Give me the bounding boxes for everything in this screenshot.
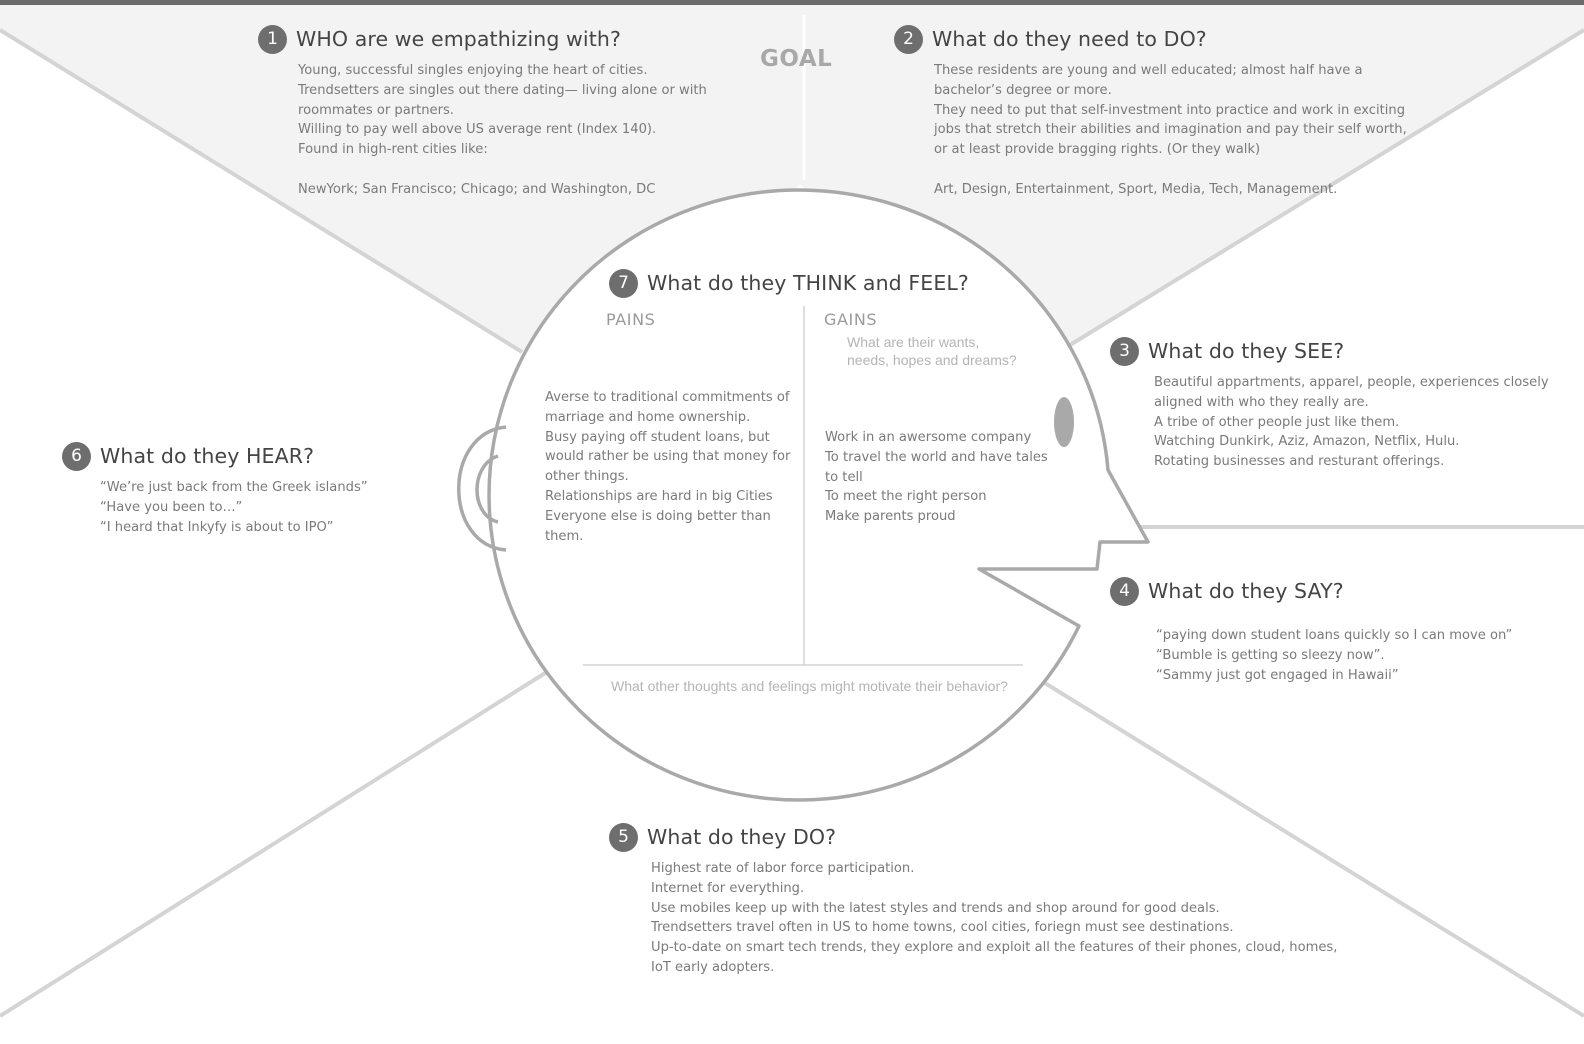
section-hear: 6 What do they HEAR? “We’re just back fr… xyxy=(62,441,368,537)
ear-outer xyxy=(457,425,507,552)
motivation-hint: What other thoughts and feelings might m… xyxy=(611,678,1008,694)
section-heading: 5 What do they DO? xyxy=(609,822,1337,852)
pain-item: other things. xyxy=(545,469,629,485)
body-line: “We’re just back from the Greek islands” xyxy=(100,480,368,495)
body-line: These residents are young and well educa… xyxy=(934,63,1363,78)
section-body: These residents are young and well educa… xyxy=(934,61,1407,200)
section-need-to-do: 2 What do they need to DO? These residen… xyxy=(894,24,1407,200)
body-line: “Have you been to…” xyxy=(100,499,243,515)
pain-item: them. xyxy=(545,528,584,544)
body-line: aligned with who they really are. xyxy=(1154,394,1369,410)
section-number-badge: 3 xyxy=(1110,336,1139,366)
body-line: Rotating businesses and resturant offeri… xyxy=(1154,454,1445,470)
section-title: What do they DO? xyxy=(647,825,837,849)
section-body: Beautiful appartments, apparel, people, … xyxy=(1154,373,1549,472)
pain-item: Averse to traditional commitments of xyxy=(545,390,790,405)
section-body: Highest rate of labor force participatio… xyxy=(651,859,1337,978)
body-line: Internet for everything. xyxy=(651,880,805,896)
body-line: Watching Dunkirk, Aziz, Amazon, Netflix,… xyxy=(1154,434,1460,450)
top-region-fill xyxy=(0,5,1584,352)
body-line: IoT early adopters. xyxy=(651,959,775,975)
section-heading: 3 What do they SEE? xyxy=(1110,336,1549,366)
section-body: “We’re just back from the Greek islands”… xyxy=(100,478,368,537)
gain-item: to tell xyxy=(825,469,863,485)
pain-item: Everyone else is doing better than xyxy=(545,508,771,524)
body-line: A tribe of other people just like them. xyxy=(1154,414,1400,430)
body-line xyxy=(934,160,1407,180)
body-line: NewYork; San Francisco; Chicago; and Was… xyxy=(298,181,656,197)
section-heading: 1 WHO are we empathizing with? xyxy=(258,24,707,54)
section-number-badge: 7 xyxy=(609,268,638,298)
pain-item: marriage and home ownership. xyxy=(545,409,751,425)
diagonal-bottom-left xyxy=(0,668,552,1018)
section-number-badge: 4 xyxy=(1110,576,1139,606)
pain-item: Relationships are hard in big Cities xyxy=(545,488,773,504)
section-number-badge: 5 xyxy=(609,822,638,852)
section-body: “paying down student loans quickly so I … xyxy=(1156,626,1512,685)
section-title: WHO are we empathizing with? xyxy=(296,27,621,51)
body-line: or at least provide bragging rights. (Or… xyxy=(934,142,1261,158)
body-line: Highest rate of labor force participatio… xyxy=(651,861,915,876)
body-line: Beautiful appartments, apparel, people, … xyxy=(1154,375,1549,390)
gains-hint-line: What are their wants, xyxy=(847,334,980,350)
pains-list: Averse to traditional commitments of mar… xyxy=(545,388,790,546)
section-title: What do they need to DO? xyxy=(932,27,1207,51)
section-number-badge: 1 xyxy=(258,24,287,54)
section-title: What do they SEE? xyxy=(1148,339,1345,363)
section-do: 5 What do they DO? Highest rate of labor… xyxy=(609,822,1337,978)
gains-hint-line: needs, hopes and dreams? xyxy=(847,352,1017,368)
body-line: They need to put that self-investment in… xyxy=(934,102,1406,118)
pains-label: PAINS xyxy=(606,310,656,329)
gain-item: To travel the world and have tales xyxy=(825,449,1048,465)
diagonal-top-left xyxy=(0,28,524,354)
section-heading: 6 What do they HEAR? xyxy=(62,441,368,471)
section-title: What do they SAY? xyxy=(1148,579,1344,603)
body-line: “I heard that Inkyfy is about to IPO” xyxy=(100,519,334,535)
body-line: Trendsetters travel often in US to home … xyxy=(651,920,1234,936)
diagonal-bottom-right xyxy=(1038,678,1584,1018)
body-line: “Sammy just got engaged in Hawaii” xyxy=(1156,667,1399,683)
body-line: Up-to-date on smart tech trends, they ex… xyxy=(651,940,1338,956)
body-line: “paying down student loans quickly so I … xyxy=(1156,628,1513,643)
section-say: 4 What do they SAY? “paying down student… xyxy=(1110,576,1512,685)
diagonal-top-right xyxy=(1068,28,1584,347)
body-line: roommates or partners. xyxy=(298,102,454,118)
gains-hint: What are their wants, needs, hopes and d… xyxy=(847,333,1017,369)
section-number-badge: 2 xyxy=(894,24,923,54)
body-line: Willing to pay well above US average ren… xyxy=(298,122,657,138)
eye xyxy=(1054,397,1074,447)
section-number-badge: 6 xyxy=(62,441,91,471)
head-outline xyxy=(487,188,1150,802)
body-line: jobs that stretch their abilities and im… xyxy=(934,122,1407,138)
pain-item: Busy paying off student loans, but xyxy=(545,429,770,445)
gain-item: Make parents proud xyxy=(825,509,956,525)
section-body: Young, successful singles enjoying the h… xyxy=(298,61,707,200)
gains-label: GAINS xyxy=(824,310,878,329)
section-think-feel: 7 What do they THINK and FEEL? xyxy=(609,268,969,298)
body-line xyxy=(298,160,707,180)
section-see: 3 What do they SEE? Beautiful appartment… xyxy=(1110,336,1549,472)
body-line: Young, successful singles enjoying the h… xyxy=(298,63,648,78)
section-heading: 2 What do they need to DO? xyxy=(894,24,1407,54)
section-title: What do they THINK and FEEL? xyxy=(647,271,969,295)
gain-item: Work in an awersome company xyxy=(825,430,1032,445)
pain-item: would rather be using that money for xyxy=(545,449,791,465)
ear-inner xyxy=(475,454,499,524)
gain-item: To meet the right person xyxy=(825,489,987,505)
section-title: What do they HEAR? xyxy=(100,444,315,468)
body-line: Art, Design, Entertainment, Sport, Media… xyxy=(934,181,1338,197)
gains-list: Work in an awersome company To travel th… xyxy=(825,428,1048,527)
body-line: Use mobiles keep up with the latest styl… xyxy=(651,900,1220,916)
top-bar xyxy=(0,0,1584,5)
section-who: 1 WHO are we empathizing with? Young, su… xyxy=(258,24,707,200)
body-line: Found in high-rent cities like: xyxy=(298,142,488,158)
body-line: bachelor’s degree or more. xyxy=(934,82,1112,98)
body-line: Trendsetters are singles out there datin… xyxy=(298,82,707,98)
section-heading: 4 What do they SAY? xyxy=(1110,576,1512,606)
section-heading: 7 What do they THINK and FEEL? xyxy=(609,268,969,298)
goal-label: GOAL xyxy=(760,46,833,72)
body-line: “Bumble is getting so sleezy now”. xyxy=(1156,647,1385,663)
